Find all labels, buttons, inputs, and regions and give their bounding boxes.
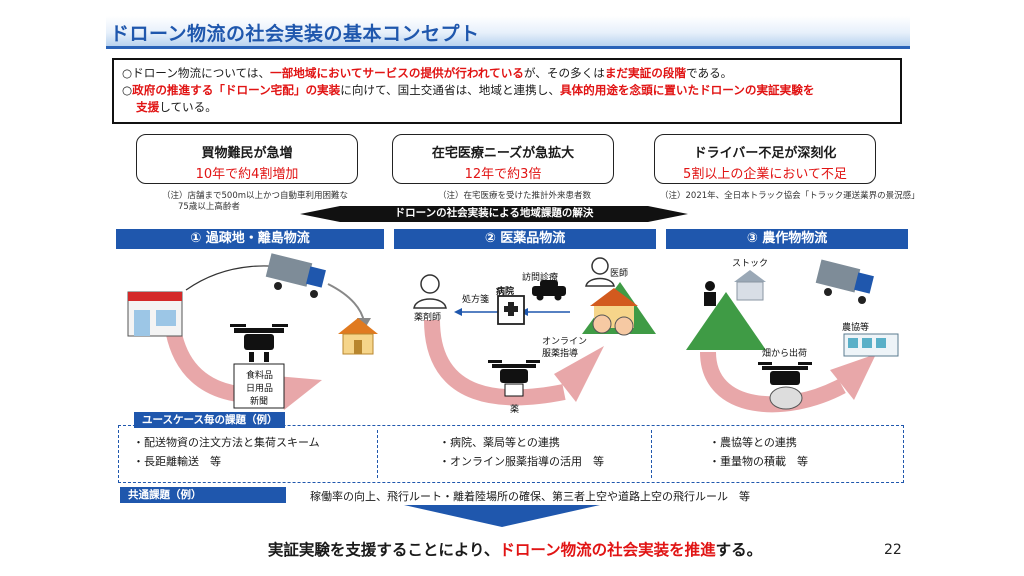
column-divider <box>377 430 378 478</box>
stat-note: （注）店舗まで500m以上かつ自動車利用困難な 75歳以上高齢者 <box>162 191 348 213</box>
stat-heading: ドライバー不足が深刻化 <box>693 146 837 161</box>
car-icon <box>532 280 566 301</box>
common-issues-tag: 共通課題（例） <box>120 487 286 503</box>
online-label: 服薬指導 <box>542 349 579 359</box>
cargo-label: 新聞 <box>250 397 269 407</box>
conclusion-emphasis: ドローン物流の社会実装を推進 <box>499 541 716 559</box>
stock-house-icon <box>734 270 766 301</box>
usecase-header-agri: ③ 農作物物流 <box>666 229 908 249</box>
issues-column-medical: ・病院、薬局等との連携 ・オンライン服薬指導の活用 等 <box>439 433 604 471</box>
summary-text: ○ドローン物流については、 <box>122 66 271 80</box>
issues-column-remote: ・配送物資の注文方法と集荷スキーム ・長距離輸送 等 <box>133 433 320 471</box>
illustration-remote: 食料品 日用品 新聞 <box>116 252 384 418</box>
truck-icon <box>265 253 326 298</box>
note-line: 75歳以上高齢者 <box>178 202 240 212</box>
summary-emphasis: 支援 <box>136 100 160 114</box>
summary-box: ○ドローン物流については、一部地域においてサービスの提供が行われているが、その多… <box>112 58 902 124</box>
solution-banner: ドローンの社会実装による地域課題の解決 <box>300 206 688 222</box>
usecase-header-medical: ② 医薬品物流 <box>394 229 656 249</box>
pharmacist-label: 薬剤師 <box>414 313 442 323</box>
elderly-house-icon <box>590 288 638 336</box>
note-line: （注）店舗まで500m以上かつ自動車利用困難な <box>162 191 349 201</box>
summary-text: が、その多くは <box>523 66 605 80</box>
page-title: ドローン物流の社会実装の基本コンセプト <box>110 23 480 45</box>
summary-line-2: ○政府の推進する「ドローン宅配」の実装に向けて、国土交通省は、地域と連携し、具体… <box>122 82 892 99</box>
coop-building-icon <box>843 333 899 357</box>
issues-box: ・配送物資の注文方法と集荷スキーム ・長距離輸送 等 ・病院、薬局等との連携 ・… <box>118 425 904 483</box>
visit-label: 訪問診療 <box>522 273 559 283</box>
conclusion-part: 実証実験を支援することにより、 <box>267 541 500 559</box>
summary-emphasis: まだ実証の段階 <box>604 66 686 80</box>
summary-line-3: 支援している。 <box>136 99 892 116</box>
mountain-shape <box>686 292 766 350</box>
summary-emphasis: 政府の推進する「ドローン宅配」の実装 <box>132 83 341 97</box>
banner-arrow-shape <box>300 206 688 222</box>
store-icon <box>127 291 183 337</box>
cargo-box <box>233 363 285 409</box>
stat-value: 12年で約3倍 <box>464 167 542 182</box>
conclusion-part: する。 <box>715 541 763 559</box>
stat-heading: 買物難民が急増 <box>201 146 293 161</box>
issue-item: ・オンライン服薬指導の活用 等 <box>439 455 604 468</box>
stat-note: （注）在宅医療を受けた推計外来患者数 <box>438 191 592 201</box>
medical-delivery-diagram <box>413 257 656 406</box>
drone-icon <box>230 324 288 362</box>
doctor-label: 医師 <box>610 269 629 279</box>
title-bar: ドローン物流の社会実装の基本コンセプト <box>106 16 910 49</box>
summary-text: である。 <box>686 66 733 80</box>
conclusion-text: 実証実験を支援することにより、ドローン物流の社会実装を推進する。 <box>210 538 820 560</box>
issue-item: ・配送物資の注文方法と集荷スキーム <box>133 436 320 449</box>
house-icon <box>338 318 378 355</box>
agri-delivery-diagram <box>686 259 899 413</box>
summary-text: に向けて、国土交通省は、地域と連携し、 <box>340 83 560 97</box>
stat-value: 10年で約4割増加 <box>195 167 299 182</box>
delivery-arc <box>700 351 846 413</box>
stat-box-drivers: ドライバー不足が深刻化 5割以上の企業において不足 <box>654 134 876 184</box>
summary-text: している。 <box>159 100 217 114</box>
cargo-label: 日用品 <box>246 384 274 394</box>
coop-label: 農協等 <box>842 323 870 333</box>
prescription-label: 処方箋 <box>462 295 490 305</box>
doctor-icon <box>585 257 615 287</box>
page-number: 22 <box>884 542 902 558</box>
cargo-label: 食料品 <box>246 371 274 381</box>
banner-text: ドローンの社会実装による地域課題の解決 <box>394 207 594 219</box>
column-divider <box>651 430 652 478</box>
issue-item: ・病院、薬局等との連携 <box>439 436 560 449</box>
summary-line-1: ○ドローン物流については、一部地域においてサービスの提供が行われているが、その多… <box>122 65 892 82</box>
online-label: オンライン <box>542 337 588 347</box>
stat-heading: 在宅医療ニーズが急拡大 <box>431 146 575 161</box>
delivery-arc <box>424 319 566 406</box>
usecase-header-remote: ① 過疎地・離島物流 <box>116 229 384 249</box>
stat-box-shoppers: 買物難民が急増 10年で約4割増加 <box>136 134 358 184</box>
drone-icon <box>488 360 540 397</box>
issue-item: ・農協等との連携 <box>709 436 797 449</box>
hospital-icon <box>497 295 525 325</box>
common-issues-text: 稼働率の向上、飛行ルート・離着陸場所の確保、第三者上空や道路上空の飛行ルール 等 <box>310 490 750 503</box>
stock-label: ストック <box>732 259 769 269</box>
issue-item: ・重量物の積載 等 <box>709 455 808 468</box>
summary-text: ○ <box>122 83 133 97</box>
drone-icon <box>758 362 812 385</box>
summary-emphasis: 具体的用途を念頭に置いたドローンの実証実験を <box>559 83 815 97</box>
stat-value: 5割以上の企業において不足 <box>683 167 847 182</box>
stat-box-medical: 在宅医療ニーズが急拡大 12年で約3倍 <box>392 134 614 184</box>
hospital-label: 病院 <box>496 287 515 297</box>
farmer-icon <box>704 281 716 306</box>
truck-icon <box>815 259 874 304</box>
illustration-medical: 訪問診療 医師 病院 処方箋 薬剤師 オンライン 服薬指導 薬 <box>394 252 656 418</box>
summary-emphasis: 一部地域においてサービスの提供が行われている <box>270 66 524 80</box>
issues-tag: ユースケース毎の課題（例） <box>134 412 286 428</box>
down-arrow-shape <box>404 505 600 527</box>
produce-sack <box>769 386 803 410</box>
issue-item: ・長距離輸送 等 <box>133 455 221 468</box>
farm-label: 畑から出荷 <box>762 349 808 359</box>
medicine-label: 薬 <box>510 405 520 415</box>
issues-column-agri: ・農協等との連携 ・重量物の積載 等 <box>709 433 808 471</box>
remote-delivery-diagram <box>127 253 378 410</box>
stat-note: （注）2021年、全日本トラック協会「トラック運送業界の景況感」 <box>660 191 920 201</box>
illustration-agri: ストック 畑から出荷 農協等 <box>666 252 908 418</box>
pharmacist-icon <box>413 274 447 309</box>
